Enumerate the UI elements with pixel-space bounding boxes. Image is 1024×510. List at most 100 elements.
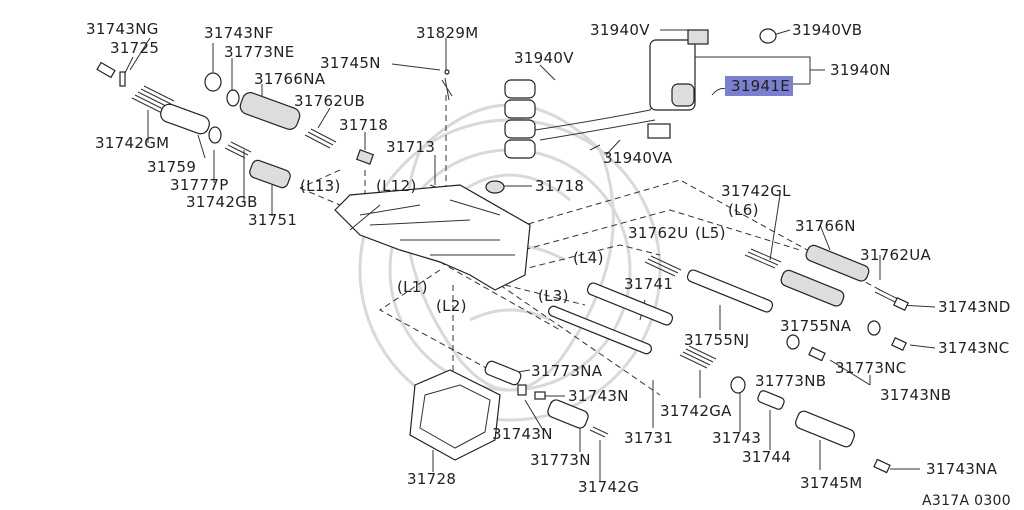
assembly-lines <box>299 95 881 396</box>
spring-31745N <box>441 77 453 101</box>
label-31755NJ: 31755NJ <box>684 331 749 349</box>
labels: 31743NG 31725 31742GM 31759 31777P 31742… <box>86 20 1011 509</box>
label-31725: 31725 <box>110 39 159 57</box>
pin-31725 <box>119 71 126 87</box>
label-L4: (L4) <box>573 249 604 267</box>
label-31743ND: 31743ND <box>938 298 1011 316</box>
plug-31773NC <box>867 320 881 336</box>
valve-31731 <box>548 305 652 355</box>
valve-31744 <box>757 390 785 410</box>
sleeve-31745M <box>795 410 855 448</box>
label-31743N-right: 31743N <box>568 387 629 405</box>
valve-31751 <box>249 159 291 189</box>
label-31743: 31743 <box>712 429 761 447</box>
spring-31742GA <box>679 345 717 369</box>
spring-31742GB <box>224 141 252 159</box>
label-31743NA: 31743NA <box>926 460 998 478</box>
highlight-31941E <box>725 76 793 96</box>
label-31751: 31751 <box>248 211 297 229</box>
label-31745M: 31745M <box>800 474 862 492</box>
label-31773NE: 31773NE <box>224 43 295 61</box>
label-L5: (L5) <box>695 224 726 242</box>
valve-31766NA <box>239 92 301 130</box>
spring-31742GM <box>131 85 175 114</box>
plug-31777P <box>208 126 222 144</box>
sleeve-31759 <box>160 103 210 135</box>
label-L6: (L6) <box>728 201 759 219</box>
plate-31718a <box>355 149 375 165</box>
label-L12: (L12) <box>376 177 417 195</box>
plug-31743 <box>730 376 746 394</box>
label-31718-top: 31718 <box>339 116 388 134</box>
spring-31762UB <box>304 128 337 149</box>
label-31940VB: 31940VB <box>792 21 862 39</box>
valve-31755NA <box>780 269 845 307</box>
plug-31773NE <box>226 89 240 107</box>
ball-31829M <box>444 69 450 75</box>
pin-31743N-b <box>534 391 546 400</box>
label-31742GL: 31742GL <box>721 182 791 200</box>
label-31744: 31744 <box>742 448 791 466</box>
label-31766N: 31766N <box>795 217 856 235</box>
label-31773N: 31773N <box>530 451 591 469</box>
valve-31755NJ <box>686 269 774 313</box>
label-31773NB: 31773NB <box>755 372 826 390</box>
label-31728: 31728 <box>407 470 456 488</box>
label-31940V-top: 31940V <box>590 21 650 39</box>
valve-31773NA <box>484 360 522 386</box>
valve-31766N <box>805 244 870 282</box>
label-31745N: 31745N <box>320 54 381 72</box>
label-31743NC: 31743NC <box>938 339 1010 357</box>
label-L1: (L1) <box>397 278 428 296</box>
label-31742GB: 31742GB <box>186 193 258 211</box>
label-31743NG: 31743NG <box>86 20 159 38</box>
label-31940V-mid: 31940V <box>514 49 574 67</box>
label-31741: 31741 <box>624 275 673 293</box>
label-31940VA: 31940VA <box>603 149 673 167</box>
label-31940N: 31940N <box>830 61 891 79</box>
sleeve-31773N <box>547 399 589 429</box>
label-31766NA: 31766NA <box>254 70 326 88</box>
label-L2: (L2) <box>436 297 467 315</box>
label-31759: 31759 <box>147 158 196 176</box>
label-31762UB: 31762UB <box>294 92 365 110</box>
footer-diagram-code: A317A 0300 <box>922 493 1011 509</box>
label-31773NA: 31773NA <box>531 362 603 380</box>
oring-31940VA <box>589 144 601 151</box>
label-31742GA: 31742GA <box>660 402 732 420</box>
label-31743NB: 31743NB <box>880 386 951 404</box>
label-31731: 31731 <box>624 429 673 447</box>
pin-31743NC <box>891 337 907 351</box>
label-31777P: 31777P <box>170 176 229 194</box>
label-31762U: 31762U <box>628 224 689 242</box>
label-L3: (L3) <box>538 287 569 305</box>
label-L13: (L13) <box>300 177 341 195</box>
label-31713: 31713 <box>386 138 435 156</box>
solenoid-assembly-31940N <box>504 29 709 159</box>
pin-31743NG <box>96 61 116 79</box>
pin-31743ND <box>893 297 909 311</box>
spring-31742GL <box>744 248 782 269</box>
spring-31742G <box>589 426 609 438</box>
pin-31743NA <box>873 458 891 474</box>
plug-31773NB <box>786 334 800 350</box>
label-31743N-left: 31743N <box>492 425 553 443</box>
label-31755NA: 31755NA <box>780 317 852 335</box>
label-31743NF: 31743NF <box>204 24 274 42</box>
parts <box>96 28 909 474</box>
label-31773NC: 31773NC <box>835 359 907 377</box>
label-31762UA: 31762UA <box>860 246 931 264</box>
plug-31743NF <box>204 72 222 92</box>
label-31718-mid: 31718 <box>535 177 584 195</box>
label-31941E: 31941E <box>731 77 790 95</box>
pin-31743NB <box>808 346 826 362</box>
pin-31743N-a <box>517 384 527 396</box>
label-31742G: 31742G <box>578 478 639 496</box>
spring-31762UA <box>874 288 899 303</box>
oring-31940VB <box>759 28 777 44</box>
valve-31741 <box>586 282 674 326</box>
spring-31762U <box>644 255 682 277</box>
label-31829M: 31829M <box>416 24 478 42</box>
label-31742GM: 31742GM <box>95 134 169 152</box>
